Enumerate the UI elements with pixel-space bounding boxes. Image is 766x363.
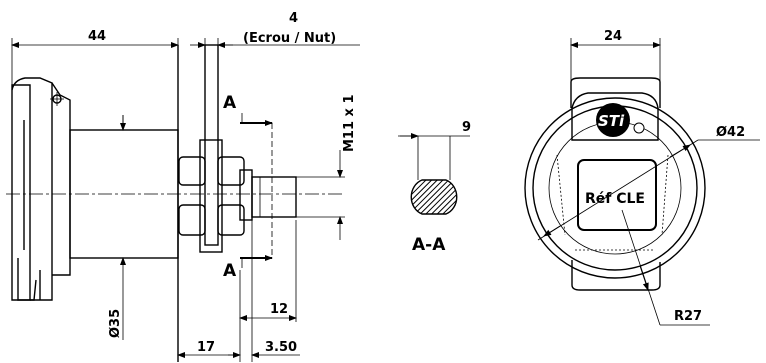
ref-plate-text: Réf CLE [585, 191, 645, 207]
dim-17: 17 [197, 340, 215, 355]
sti-brand: STi [598, 112, 625, 130]
dim-width-24: 24 [604, 29, 622, 44]
nut-upper [178, 156, 206, 186]
front-view: 24 STi Réf CLE Ø42 R2 [524, 29, 760, 326]
ring-text [556, 154, 669, 251]
spindle [251, 176, 297, 218]
spindle-collar [239, 169, 253, 221]
dim-nut-note: (Ecrou / Nut) [243, 31, 336, 46]
section-profile [410, 179, 458, 215]
dim-diameter-35: Ø35 [108, 309, 123, 338]
dim-nut-thickness: 4 [289, 11, 298, 26]
dim-length: 44 [88, 29, 106, 44]
washer [204, 44, 219, 246]
section-marker-bottom: A [223, 261, 237, 281]
housing-top [570, 77, 661, 108]
front-flange [11, 84, 31, 301]
cap-lip [17, 258, 37, 301]
dim-9: 9 [462, 120, 471, 135]
section-label: A-A [412, 235, 446, 255]
sti-logo [596, 103, 630, 137]
nut-lower [178, 204, 206, 236]
section-marker-top: A [223, 93, 237, 113]
outer-rim [524, 97, 706, 279]
side-view: A A 44 4 (Ecrou / Nut) M11 x 1 Ø35 [6, 11, 360, 362]
dim-diameter-42: Ø42 [716, 125, 745, 140]
dim-thread: M11 x 1 [342, 94, 357, 152]
nut-body [199, 139, 223, 253]
housing-bottom [571, 260, 661, 291]
ref-plate [577, 159, 657, 231]
cap-outline [11, 77, 53, 301]
dim-3-50: 3.50 [265, 340, 297, 355]
section-a-a: 9 A-A [398, 120, 471, 255]
cap-hinge-side [51, 82, 71, 276]
dim-radius-27: R27 [674, 309, 702, 324]
dim-12: 12 [270, 302, 288, 317]
